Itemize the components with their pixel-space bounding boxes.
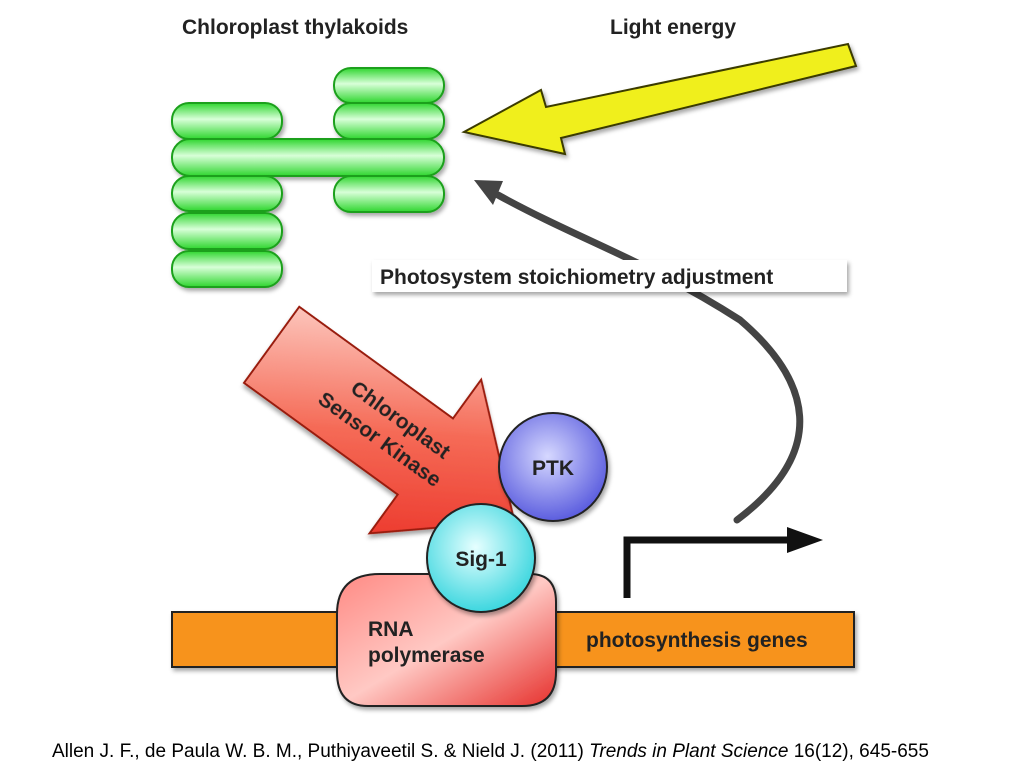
granum-disc bbox=[171, 212, 283, 250]
thylakoid-stacks bbox=[171, 67, 445, 288]
sensor-kinase-arrow: Chloroplast Sensor Kinase bbox=[242, 305, 516, 535]
rna-polymerase-label-line1: RNA bbox=[368, 618, 414, 641]
citation-volume-pages: 16(12), 645-655 bbox=[793, 741, 929, 762]
granum-disc bbox=[333, 67, 445, 104]
citation-authors: Allen J. F., de Paula W. B. M., Puthiyav… bbox=[52, 741, 584, 762]
stoichiometry-label: Photosystem stoichiometry adjustment bbox=[380, 266, 773, 289]
sig1-label: Sig-1 bbox=[455, 548, 507, 571]
citation-journal: Trends in Plant Science bbox=[589, 741, 789, 762]
transcription-start-arrow bbox=[623, 536, 790, 598]
citation: Allen J. F., de Paula W. B. M., Puthiyav… bbox=[52, 741, 1012, 763]
light-energy-arrow bbox=[461, 42, 858, 156]
granum-disc bbox=[171, 102, 283, 140]
ptk-protein bbox=[498, 412, 608, 522]
ptk-label: PTK bbox=[532, 457, 574, 480]
granum-disc bbox=[333, 102, 445, 140]
granum-disc bbox=[333, 175, 445, 213]
genes-label: photosynthesis genes bbox=[586, 629, 808, 652]
stoichiometry-label-box bbox=[372, 260, 847, 292]
stroma-lamella bbox=[171, 138, 445, 177]
rna-polymerase-label-line2: polymerase bbox=[368, 644, 485, 667]
feedback-arrowhead bbox=[474, 180, 503, 205]
stoichiometry-feedback-arrow bbox=[494, 191, 804, 524]
light-energy-title: Light energy bbox=[610, 16, 736, 39]
granum-disc bbox=[171, 175, 283, 212]
granum-disc bbox=[171, 250, 283, 288]
thylakoids-title: Chloroplast thylakoids bbox=[182, 16, 408, 39]
transcription-arrowhead bbox=[787, 527, 823, 553]
sig1-protein bbox=[426, 503, 536, 613]
